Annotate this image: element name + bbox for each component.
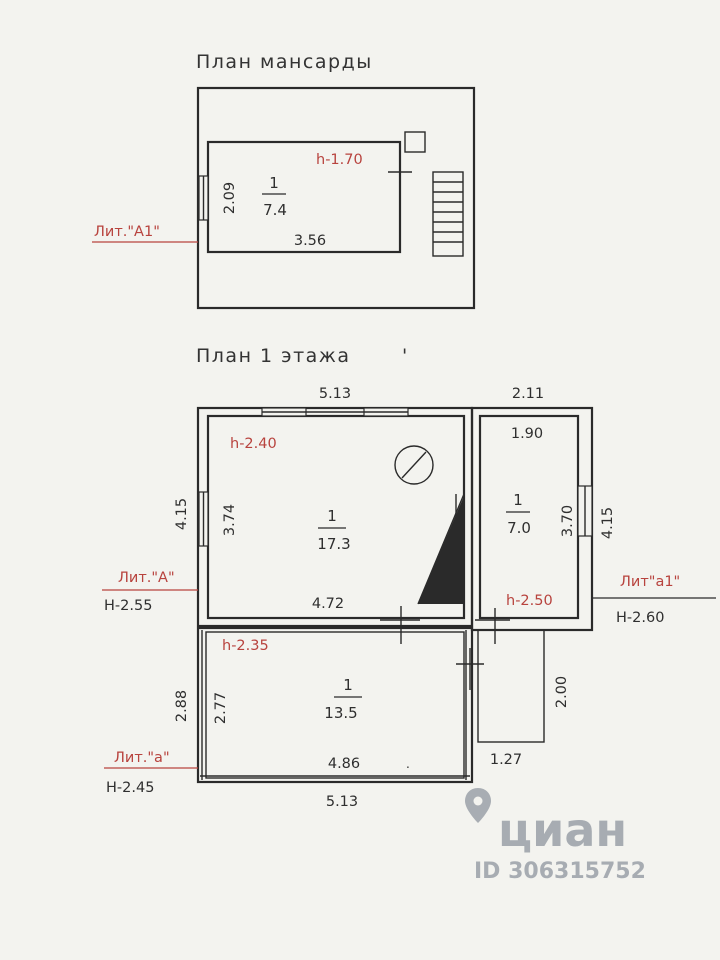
room-lower-dim-inner-bottom: 4.86	[328, 756, 360, 772]
svg-text:': '	[402, 345, 409, 367]
lit-a1-label: Лит"а1"	[620, 574, 680, 590]
floor1-dim-top-main: 5.13	[319, 386, 351, 402]
room-a1-height: h-2.50	[506, 593, 553, 609]
attic-chimney	[404, 131, 426, 153]
attic-outline	[196, 86, 476, 310]
attic-plan: h-1.70 1 7.4 2.09 3.56 Лит."А1"	[92, 86, 476, 310]
room-a-dim-inner-bottom: 4.72	[312, 596, 344, 612]
room-lower-area: 13.5	[324, 704, 357, 722]
room-a-height: h-2.40	[230, 436, 277, 452]
attic-height-label: h-1.70	[316, 152, 363, 168]
room-lower-outer	[196, 626, 474, 784]
floor1-stairs	[417, 493, 465, 605]
room-a1-area: 7.0	[507, 519, 531, 537]
height-a-small-label: Н-2.45	[106, 780, 154, 796]
room-lower-dim-outer-bottom: 5.13	[326, 794, 358, 810]
attic-plan-title: План мансарды	[196, 51, 373, 73]
stove-symbol	[394, 445, 434, 485]
porch-outline	[477, 629, 545, 743]
attic-lit-label: Лит."А1"	[94, 224, 160, 240]
room-a1-dim-inner-right: 3.70	[560, 505, 576, 537]
room-a-dim-inner-left: 3.74	[222, 504, 238, 536]
attic-stairs	[432, 171, 464, 257]
watermark-brand: циан	[498, 803, 627, 857]
room-lower-height: h-2.35	[222, 638, 269, 654]
porch-dim-bottom: 1.27	[490, 752, 522, 768]
attic-dim-side: 2.09	[222, 182, 238, 214]
porch-dim-side: 2.00	[554, 676, 570, 708]
height-a1-label: Н-2.60	[616, 610, 664, 626]
location-pin-icon	[465, 788, 491, 823]
floor1-plan: 5.13 2.11 h-2.40 1 17.3 4.15 3.74 4.72	[102, 386, 716, 810]
room-lower-dim-outer-left: 2.88	[174, 690, 190, 722]
room-lower-number: 1	[343, 676, 353, 694]
lit-a-label: Лит."А"	[118, 570, 175, 586]
room-a-number: 1	[327, 507, 337, 525]
cian-watermark: циан ID 306315752	[465, 788, 646, 884]
room-a-area: 17.3	[317, 535, 350, 553]
watermark-id: ID 306315752	[474, 859, 646, 884]
room-lower-inner	[205, 631, 465, 779]
svg-text:.: .	[406, 757, 410, 771]
lit-a-small-label: Лит."а"	[114, 750, 170, 766]
height-a-label: Н-2.55	[104, 598, 152, 614]
floor1-plan-title: План 1 этажа	[196, 345, 351, 367]
attic-dim-bottom: 3.56	[294, 233, 326, 249]
room-a1-number: 1	[513, 491, 523, 509]
room-a-dim-outer-left: 4.15	[174, 498, 190, 530]
attic-room-number: 1	[269, 174, 279, 192]
attic-room-area: 7.4	[263, 201, 287, 219]
floor1-dim-top-right: 2.11	[512, 386, 544, 402]
room-lower-dim-inner-left: 2.77	[213, 692, 229, 724]
room-a1-dim-outer-right: 4.15	[600, 507, 616, 539]
room-a1-dim-inner-top: 1.90	[511, 426, 543, 442]
